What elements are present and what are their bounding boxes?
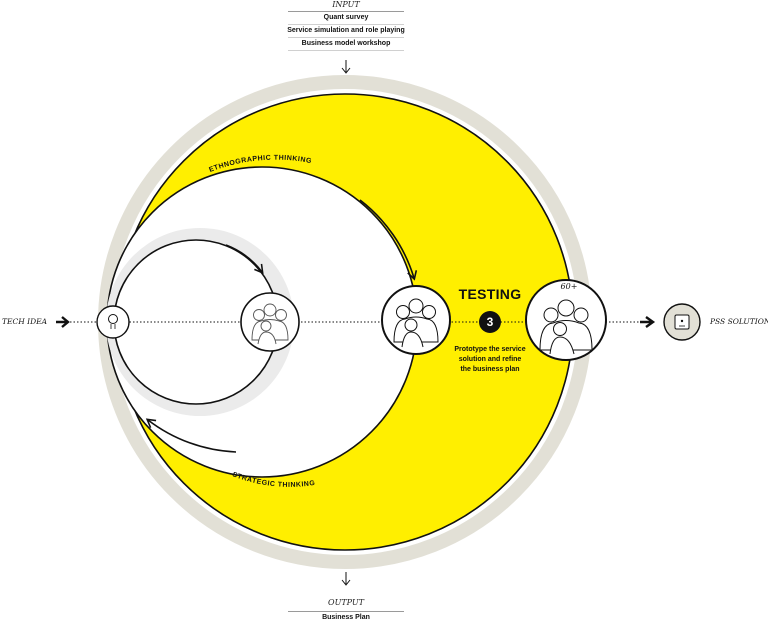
input-item-divider [288,24,404,25]
output-arrow [341,572,351,586]
phase-description-line: Prototype the service [454,346,526,353]
input-heading: INPUT [332,0,360,9]
input-item: Quant survey [323,14,369,21]
arrow-small-loop [225,244,264,275]
start-label: TECH IDEA [2,317,48,326]
people-group-icon [381,285,451,355]
product-box-icon [663,303,701,341]
output-item: Business Plan [322,614,370,621]
phase-title: TESTING [458,286,522,302]
end-label: PSS SOLUTION [710,317,768,326]
step-number-badge: 3 [479,311,501,333]
end-arrow [640,316,656,328]
input-arrow [341,60,351,74]
output-heading: OUTPUT [328,598,364,607]
user-group-label: 60+ [560,282,578,291]
lightbulb-icon [96,305,130,339]
input-item: Service simulation and role playing [287,27,405,34]
people-group-icon [525,279,607,361]
phase-description-line: the business plan [460,366,520,373]
arrow-big-loop [359,199,418,281]
input-item-divider [288,50,404,51]
input-item: Business model workshop [301,40,391,47]
arrow-return-loop [145,418,237,453]
input-divider [288,11,404,12]
start-arrow [56,316,70,328]
phase-description-line: solution and refine [458,356,522,363]
output-divider [288,611,404,612]
people-group-icon [240,292,300,352]
input-item-divider [288,37,404,38]
phase-description: Prototype the service solution and refin… [443,345,537,375]
